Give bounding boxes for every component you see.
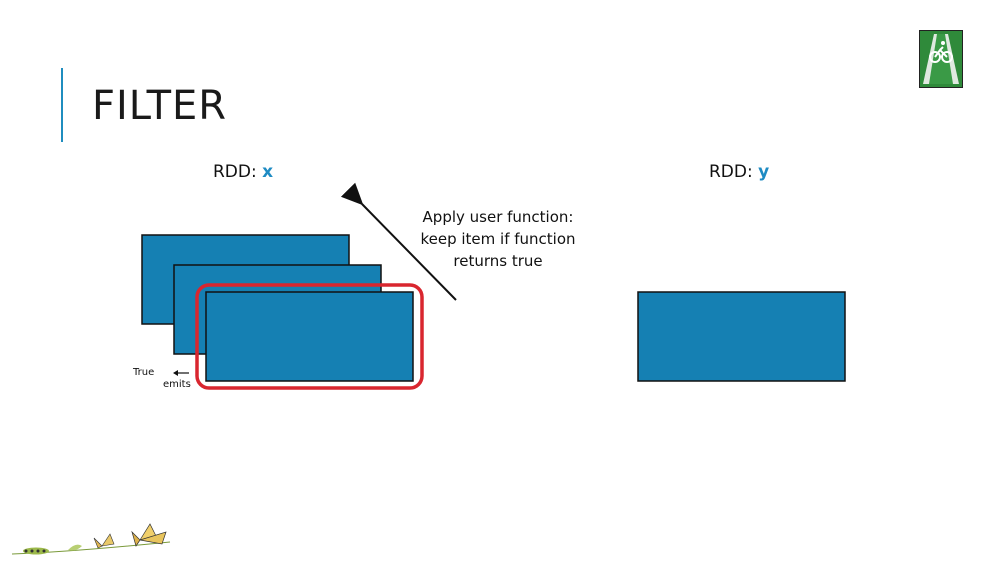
rdd-y-prefix: RDD: xyxy=(709,162,759,182)
annotation-line-2: keep item if function xyxy=(420,230,576,248)
bike-lane-sign-icon xyxy=(919,30,963,88)
caterpillar-to-butterfly-icon xyxy=(11,523,171,555)
rdd-x-prefix: RDD: xyxy=(213,162,263,182)
annotation-line-1: Apply user function: xyxy=(422,208,574,226)
apply-function-arrow xyxy=(340,182,457,301)
emit-arrow-head xyxy=(173,370,178,376)
true-label: True xyxy=(133,367,155,378)
slide-title: FILTER xyxy=(92,83,228,129)
emits-label: emits xyxy=(163,379,191,390)
rdd-x-partition-3 xyxy=(205,291,414,382)
rdd-y-label: RDD: y xyxy=(709,162,769,182)
highlight-outline xyxy=(195,283,424,390)
rdd-y-var: y xyxy=(758,162,770,182)
title-accent-bar xyxy=(61,68,63,142)
rdd-x-var: x xyxy=(262,162,274,182)
rdd-y-partition-1 xyxy=(637,291,846,382)
annotation-line-3: returns true xyxy=(453,252,543,270)
rdd-x-label: RDD: x xyxy=(213,162,273,182)
annotation-text: Apply user function: keep item if functi… xyxy=(410,206,586,272)
